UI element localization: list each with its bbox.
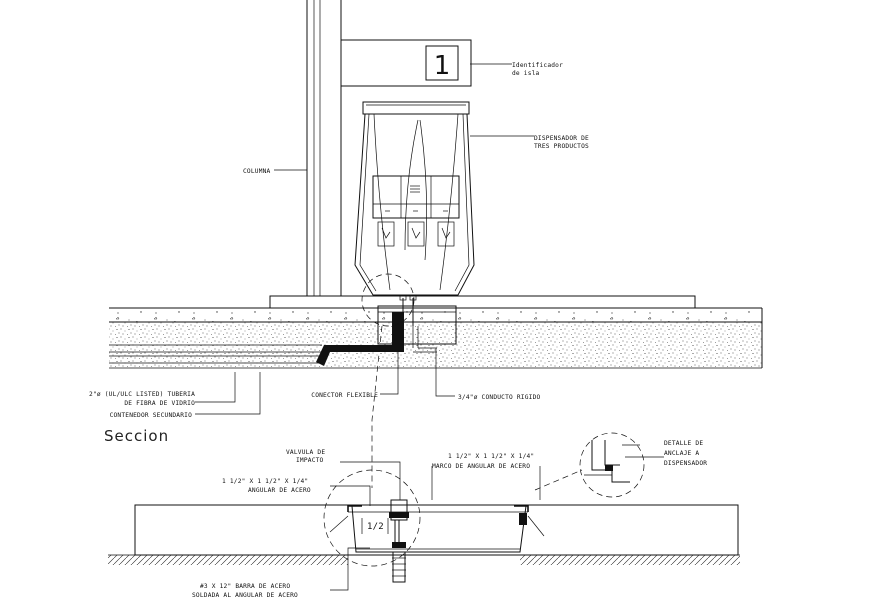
island-sign: 1: [340, 39, 472, 87]
column: [306, 0, 342, 296]
piping: [109, 295, 437, 366]
dispenser-sump: [377, 305, 457, 345]
detail-callout-upper: [361, 273, 415, 327]
island-number: 1: [434, 51, 451, 81]
callout-leader: [371, 325, 383, 488]
label-steel-bar-1: #3 X 12" BARRA DE ACERO: [200, 583, 290, 590]
label-island-id-2: de isla: [512, 70, 540, 77]
label-dispenser-2: TRES PRODUCTOS: [534, 143, 589, 150]
label-fiberglass-pipe-1: 2"ø (UL/ULC LISTED) TUBERIA: [89, 391, 195, 398]
upper-section: 1: [109, 0, 763, 488]
label-dim-half: 1/2: [367, 522, 384, 532]
dispenser: [354, 101, 475, 296]
label-anchor-detail-2: ANCLAJE A: [664, 450, 699, 457]
label-steel-angle-frame-1: 1 1/2" X 1 1/2" X 1/4": [448, 453, 534, 460]
label-impact-valve-2: IMPACTO: [296, 457, 324, 464]
label-dispenser-1: DISPENSADOR DE: [534, 135, 589, 142]
label-steel-angle-frame-2: MARCO DE ANGULAR DE ACERO: [432, 463, 530, 470]
label-secondary-container: CONTENEDOR SECUNDARIO: [110, 412, 193, 419]
lower-labels: VALVULA DE IMPACTO 1 1/2" X 1 1/2" X 1/4…: [192, 440, 707, 599]
detail-callout-anchor: [579, 432, 645, 498]
label-anchor-detail-3: DISPENSADOR: [664, 460, 707, 467]
label-impact-valve-1: VALVULA DE: [286, 449, 325, 456]
anchor-detail: [584, 440, 640, 483]
upper-labels: Identificador de isla DISPENSADOR DE TRE…: [89, 62, 589, 445]
detail-callout-valve: [323, 469, 421, 567]
island-slab: [109, 295, 763, 369]
label-steel-angle-2: ANGULAR DE ACERO: [248, 487, 311, 494]
label-steel-angle-1: 1 1/2" X 1 1/2" X 1/4": [222, 478, 308, 485]
label-island-id-1: Identificador: [512, 62, 563, 69]
label-rigid-conduit: 3/4"ø CONDUCTO RIGIDO: [458, 394, 541, 401]
lower-section: 1/2: [108, 432, 740, 583]
label-anchor-detail-1: DETALLE DE: [664, 440, 703, 447]
impact-valve: [389, 499, 409, 583]
section-title: Seccion: [104, 427, 169, 445]
label-flex-connector: CONECTOR FLEXIBLE: [311, 392, 378, 399]
label-fiberglass-pipe-2: DE FIBRA DE VIDRIO: [124, 400, 195, 407]
label-steel-bar-2: SOLDADA AL ANGULAR DE ACERO: [192, 592, 298, 599]
label-column: COLUMNA: [243, 168, 271, 175]
